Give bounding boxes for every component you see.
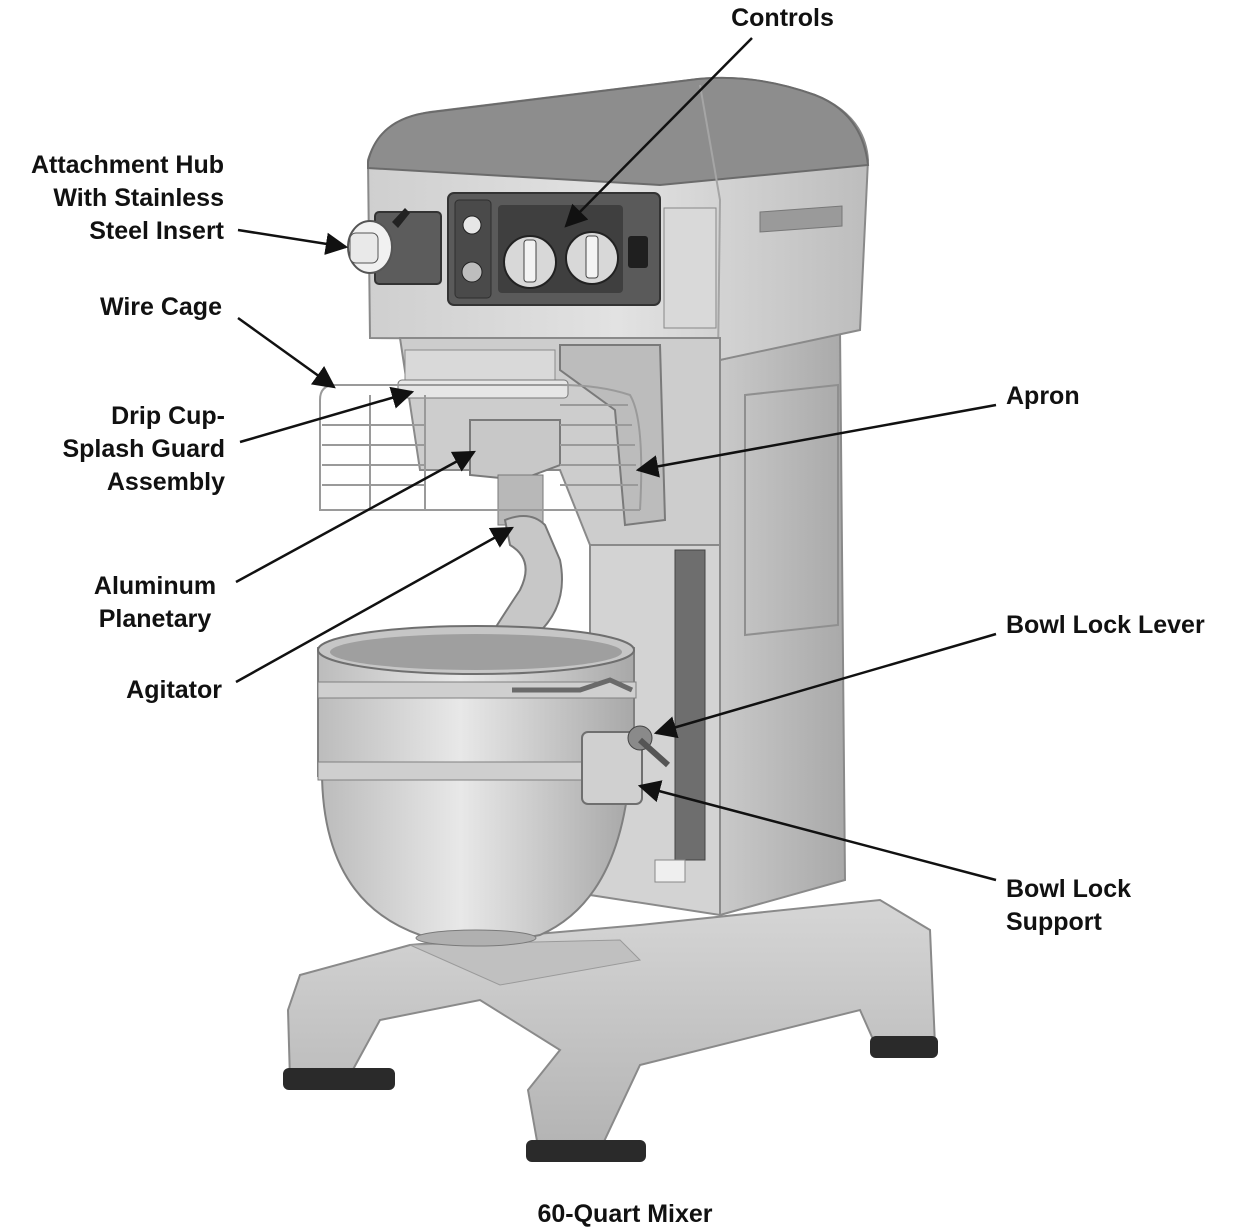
label-bowl-lock-lever-line-1: Bowl Lock Lever <box>1006 611 1205 639</box>
label-drip-cup-line-3: Assembly <box>106 468 225 496</box>
label-agitator: Agitator <box>0 674 222 707</box>
leader-lines <box>235 37 997 882</box>
leader-bowl-lock-lever <box>653 632 997 739</box>
label-aluminum-planetary-line-2: Planetary <box>98 605 212 633</box>
label-wire-cage-line-1: Wire Cage <box>99 293 222 321</box>
label-aluminum-planetary: Aluminum Planetary <box>80 570 230 636</box>
label-bowl-lock-support-line-1: Bowl Lock <box>1006 875 1132 903</box>
figure-caption-text: 60-Quart Mixer <box>537 1200 713 1228</box>
label-attachment-hub-line-2: With Stainless <box>53 184 224 212</box>
leader-attachment-hub <box>237 228 349 255</box>
label-apron: Apron <box>1006 380 1206 413</box>
label-attachment-hub-line-3: Steel Insert <box>89 217 224 245</box>
leader-agitator <box>235 526 514 684</box>
label-wire-cage: Wire Cage <box>0 291 222 324</box>
mixer-bowl <box>317 625 670 947</box>
mixer-base <box>283 898 938 1162</box>
leader-drip-cup <box>239 386 415 444</box>
label-controls: Controls <box>700 2 865 35</box>
mixer-head <box>347 76 870 362</box>
label-drip-cup-line-1: Drip Cup- <box>111 402 225 430</box>
leader-aluminum-planetary <box>235 450 476 584</box>
leader-controls <box>564 37 753 228</box>
label-bowl-lock-support: Bowl Lock Support <box>1006 873 1206 939</box>
label-bowl-lock-support-line-2: Support <box>1006 908 1102 936</box>
leader-wire-cage <box>237 316 336 389</box>
leader-bowl-lock-support <box>637 780 997 882</box>
label-aluminum-planetary-line-1: Aluminum <box>93 572 217 600</box>
label-apron-line-1: Apron <box>1006 382 1080 410</box>
label-bowl-lock-lever: Bowl Lock Lever <box>1006 609 1231 642</box>
label-attachment-hub: Attachment Hub With Stainless Steel Inse… <box>0 149 224 248</box>
figure-caption: 60-Quart Mixer <box>480 1198 770 1231</box>
label-controls-line-1: Controls <box>731 4 834 32</box>
leader-apron <box>635 403 997 478</box>
label-drip-cup-line-2: Splash Guard <box>62 435 225 463</box>
label-drip-cup: Drip Cup- Splash Guard Assembly <box>0 400 225 499</box>
label-attachment-hub-line-1: Attachment Hub <box>30 151 224 179</box>
label-agitator-line-1: Agitator <box>126 676 222 704</box>
